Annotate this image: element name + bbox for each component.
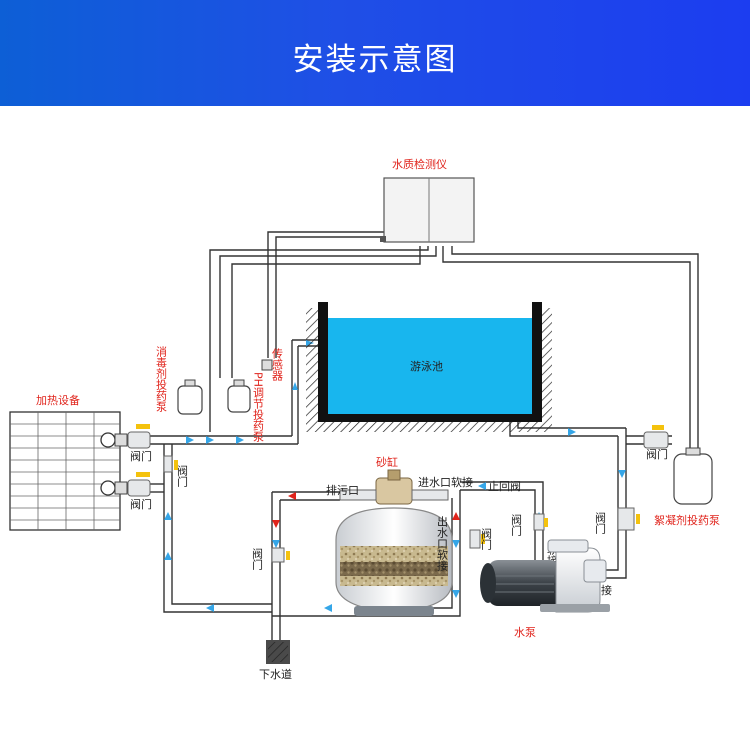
inlet-hose-label: 进水口软接 [418, 475, 473, 489]
return-valve: 阀门 [594, 507, 640, 535]
sand-filter-tank: 砂缸 [335, 455, 453, 616]
valve-label: 阀门 [251, 547, 264, 571]
heater-label: 加热设备 [36, 393, 80, 407]
swimming-pool: 游泳池 [306, 302, 552, 432]
header-banner: 安装示意图 [0, 0, 750, 106]
sand-tank-label: 砂缸 [376, 455, 398, 469]
disinfectant-pump-label: 消毒剂投药泵 [155, 345, 168, 412]
drain-port-label: 排污口 [326, 483, 359, 497]
valve-label: 阀门 [646, 447, 668, 461]
drain-valve: 阀门 [251, 547, 290, 571]
outlet-valve: 阀门 [469, 527, 493, 551]
valve-label: 阀门 [130, 449, 152, 463]
valve-label: 阀门 [480, 527, 493, 551]
outlet-hose-label: 出水口软接 [436, 515, 449, 572]
bypass-valve: 阀门 [163, 455, 189, 488]
sensor-label: 传感器 [271, 348, 284, 382]
flocculant-pump: 絮凝剂投药泵 [654, 447, 720, 527]
water-pump: 水泵 [480, 539, 610, 639]
pool-label: 游泳池 [410, 359, 443, 373]
heater-valve-lower: 阀门 [127, 472, 152, 511]
valve-label: 阀门 [130, 497, 152, 511]
heater-valve-upper: 阀门 [127, 424, 152, 463]
sewer-label: 下水道 [259, 667, 292, 681]
page-title: 安装示意图 [292, 42, 458, 78]
water-tester-label: 水质检测仪 [392, 157, 447, 171]
sensor: 传感器 [261, 348, 284, 382]
water-tester: 水质检测仪 [380, 157, 475, 243]
bypass-valve-label: 阀门 [176, 464, 189, 488]
sewer: 下水道 [259, 640, 292, 681]
valve-label: 阀门 [510, 513, 523, 537]
pump-inlet-valve: 阀门 [510, 513, 548, 537]
heater: 加热设备 [9, 393, 128, 531]
valve-label: 阀门 [594, 511, 607, 535]
ph-pump: PH调节投药泵 [227, 372, 265, 442]
check-valve-label: 止回阀 [488, 479, 521, 493]
red-flow-arrows [272, 492, 460, 528]
ph-pump-label: PH调节投药泵 [252, 372, 265, 442]
pump-label: 水泵 [514, 626, 536, 639]
flocculant-pump-label: 絮凝剂投药泵 [654, 513, 720, 527]
flocculant-valve: 阀门 [643, 425, 669, 461]
disinfectant-pump: 消毒剂投药泵 [155, 345, 203, 415]
